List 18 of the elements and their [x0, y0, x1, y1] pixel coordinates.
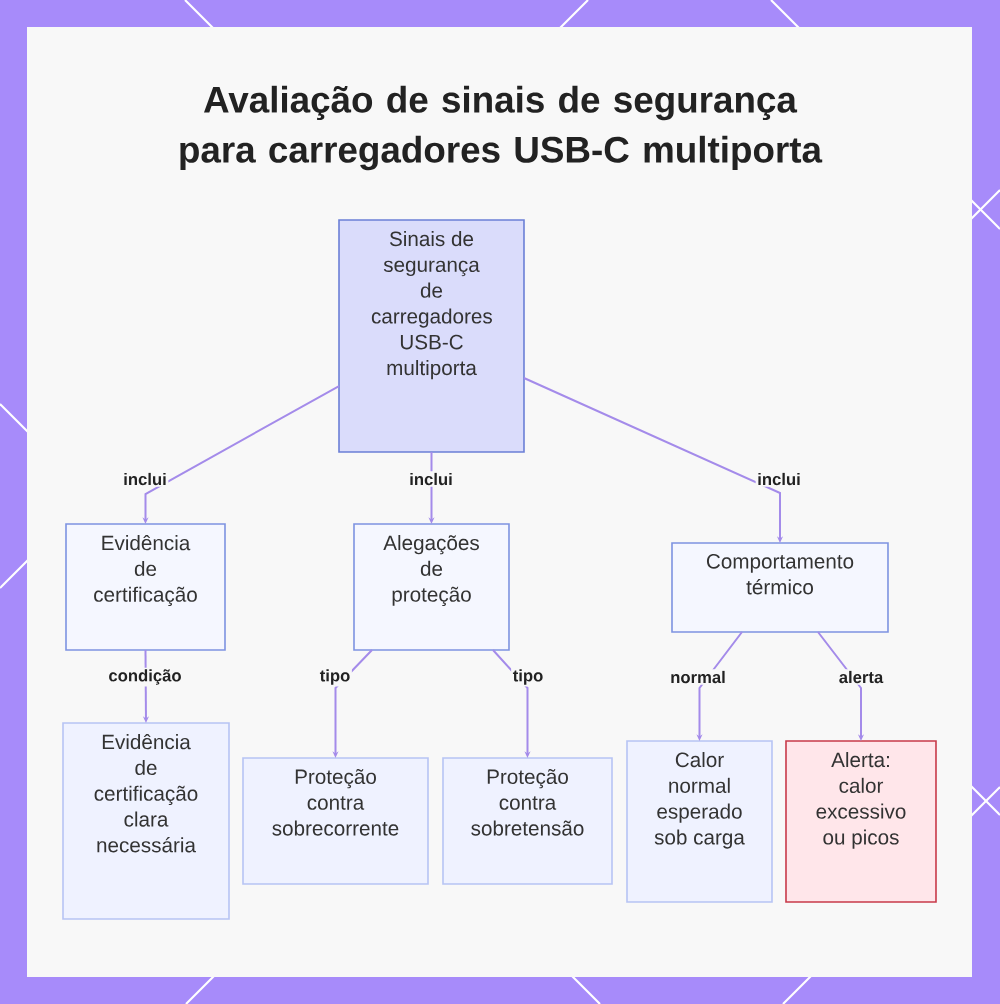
outcome-box: Evidência de certificação clara necessária [62, 722, 230, 920]
edge-label: inclui [407, 471, 455, 487]
category-box: Comportamento térmico [671, 542, 889, 633]
connector-arrow [492, 649, 531, 758]
outcome-box: Calor normal esperado sob carga [626, 740, 773, 903]
connector-arrow [523, 377, 784, 543]
outcome-box: Proteção contra sobretensão [442, 757, 613, 885]
edge-label: alerta [837, 669, 885, 685]
category-box: Evidência de certificação [65, 523, 226, 651]
root-box: Sinais de segurança de carregadores USB-C multiporta [338, 219, 525, 453]
alert-box: Alerta: calor excessivo ou picos [785, 740, 937, 903]
connector-arrow [817, 631, 865, 741]
outcome-box: Proteção contra sobrecorrente [242, 757, 429, 885]
edge-label: inclui [121, 471, 169, 487]
edge-label: inclui [755, 471, 803, 487]
category-box: Alegações de proteção [353, 523, 510, 651]
edge-label: normal [668, 669, 728, 685]
title: Avaliação de sinais de segurança para carregadores USB-C multiporta [180, 85, 823, 171]
